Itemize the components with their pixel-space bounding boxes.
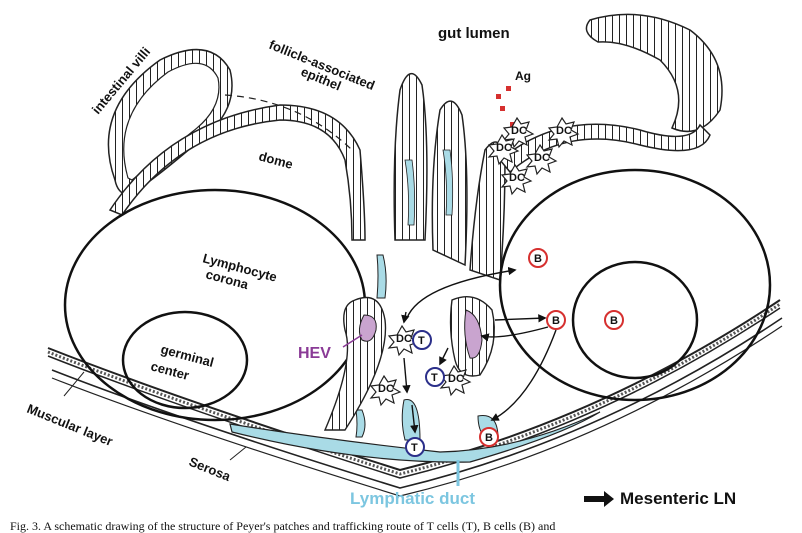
dc-label: DC [396,333,412,345]
t-cells: T T T [405,330,445,457]
arrow [480,326,549,342]
t-label: T [418,335,425,347]
arrow [410,404,419,434]
follicle-associated-epithelium [108,104,366,241]
b-cell [604,310,624,330]
hev-right [449,296,495,377]
dashed-line [224,94,353,151]
label-hev: HEV [298,345,331,362]
t-cell [405,437,425,457]
label-lymphatic-duct: Lymphatic duct [350,489,475,508]
dc-cell [547,116,580,149]
t-label: T [431,372,438,384]
dc-label: DC [378,383,394,395]
dc-label: DC [448,373,464,385]
dc-cell [525,143,558,176]
b-cell [546,310,566,330]
figure-caption: Fig. 3. A schematic drawing of the struc… [10,519,556,533]
dc-cell [487,133,520,166]
hev-pointer [342,334,363,348]
dc-cell [502,116,535,149]
dendritic-cells [369,116,580,407]
t-cell [425,367,445,387]
lacteal [442,149,454,216]
lymphatic-vessel [355,409,366,438]
hev-left [323,296,387,431]
crypt-villi [393,73,506,282]
lymphatic-vessel [401,399,421,441]
t-label: T [411,442,418,454]
b-cell [479,427,499,447]
b-cell [528,248,548,268]
label-antigen: Ag [515,69,531,83]
trafficking-arrows [401,266,557,434]
serosa-band [51,317,783,497]
lymphocyte-corona-right [498,168,772,402]
arrow [439,347,449,366]
b-label: B [485,432,493,444]
b-label: B [534,253,542,265]
dc-label: DC [509,172,525,184]
duct-to-ln-arrow [584,491,614,507]
dc-cell [500,163,533,196]
dc-labels: DC DC DC DC DC DC DC DC [378,125,572,395]
b-label: B [610,315,618,327]
dc-cell [369,374,402,407]
arrow [494,314,547,323]
arrow [406,266,517,319]
serosa-pointer [229,446,247,461]
germinal-center-right [571,260,699,380]
lymphatic-vessel [376,254,387,299]
t-cell [412,330,432,350]
intestinal-villus-left [107,48,233,196]
intestinal-villus-right [585,13,723,133]
dc-label: DC [511,125,527,137]
lymphatic-duct [229,411,601,463]
label-serosa: Serosa [187,454,234,484]
dc-cell [387,324,420,357]
dc-label: DC [496,142,512,154]
arrow [402,357,411,394]
muscular-layer-band [47,299,781,479]
arrow [490,329,557,421]
muscular-layer-pointer [63,371,85,397]
dc-label: DC [534,152,550,164]
label-mesenteric-ln: Mesenteric LN [620,489,736,508]
lacteal [404,159,416,226]
b-cells: B B B B [479,248,624,447]
lymphocyte-corona-left [63,188,367,422]
b-label: B [552,315,560,327]
label-gut-lumen: gut lumen [438,25,510,42]
dc-label: DC [556,125,572,137]
label-dome: dome [257,148,294,171]
germinal-center-left [121,310,249,410]
label-muscular-layer: Muscular layer [25,401,115,449]
arrow [401,311,410,324]
